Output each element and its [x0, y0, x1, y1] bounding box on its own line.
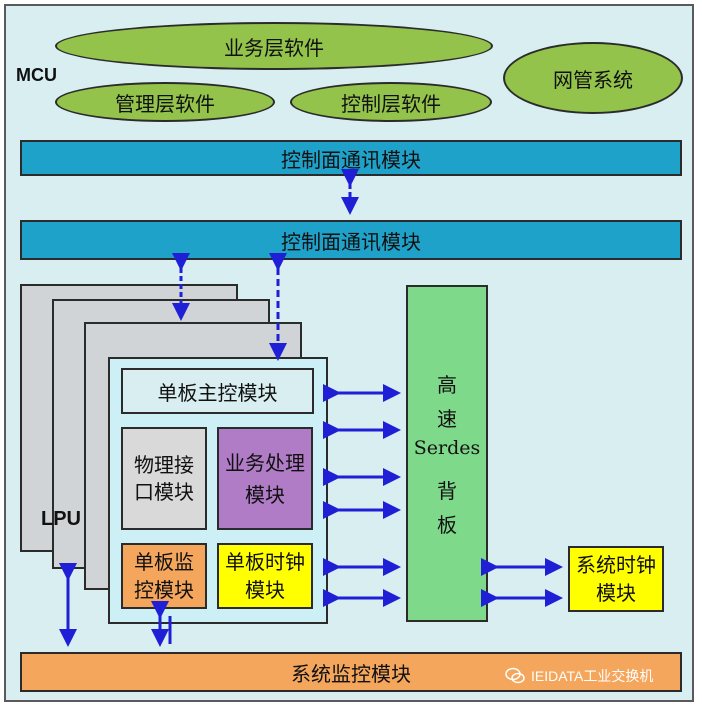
- backplane-text-5: 板: [437, 513, 457, 537]
- board-monitor-label: 单板监控模块: [134, 550, 194, 602]
- main-control-module: 单板主控模块: [121, 368, 314, 414]
- management-software-ellipse: 管理层软件: [55, 82, 275, 122]
- control-plane-comm-bottom: 控制面通讯模块: [20, 220, 682, 260]
- business-software-label: 业务层软件: [224, 35, 324, 60]
- system-monitor-module: 系统监控模块: [20, 652, 682, 692]
- service-processing-module: 业务处理模块: [217, 427, 313, 530]
- main-control-label: 单板主控模块: [157, 380, 278, 405]
- watermark: IEIDATA工业交换机: [505, 666, 653, 686]
- business-software-ellipse: 业务层软件: [55, 22, 493, 70]
- board-monitor-module: 单板监控模块: [121, 543, 207, 609]
- network-management-label: 网管系统: [553, 67, 633, 92]
- board-clock-module: 单板时钟模块: [217, 543, 313, 609]
- system-clock-label: 系统时钟模块: [576, 553, 656, 605]
- system-monitor-label: 系统监控模块: [291, 661, 411, 686]
- network-management-ellipse: 网管系统: [503, 42, 683, 114]
- control-software-label: 控制层软件: [341, 91, 441, 116]
- board-clock-label: 单板时钟模块: [225, 550, 305, 602]
- control-software-ellipse: 控制层软件: [290, 82, 492, 122]
- backplane-text-4: 背: [437, 479, 457, 503]
- wechat-icon: [505, 667, 525, 684]
- control-plane-comm-top-label: 控制面通讯模块: [281, 147, 421, 172]
- physical-interface-module: 物理接口模块: [121, 427, 207, 530]
- mcu-label: MCU: [16, 65, 57, 85]
- backplane-text-2: 速: [437, 407, 457, 431]
- lpu-label: LPU: [41, 508, 81, 530]
- system-clock-module: 系统时钟模块: [568, 546, 664, 612]
- management-software-label: 管理层软件: [115, 91, 215, 116]
- serdes-backplane: 高 速 Serdes 背 板: [406, 285, 488, 622]
- service-processing-label: 业务处理模块: [225, 450, 305, 507]
- watermark-text: IEIDATA工业交换机: [531, 668, 654, 684]
- control-plane-comm-bottom-label: 控制面通讯模块: [281, 229, 421, 254]
- backplane-text-1: 高: [437, 373, 457, 397]
- physical-interface-label: 物理接口模块: [134, 452, 194, 504]
- backplane-text-3: Serdes: [413, 437, 481, 459]
